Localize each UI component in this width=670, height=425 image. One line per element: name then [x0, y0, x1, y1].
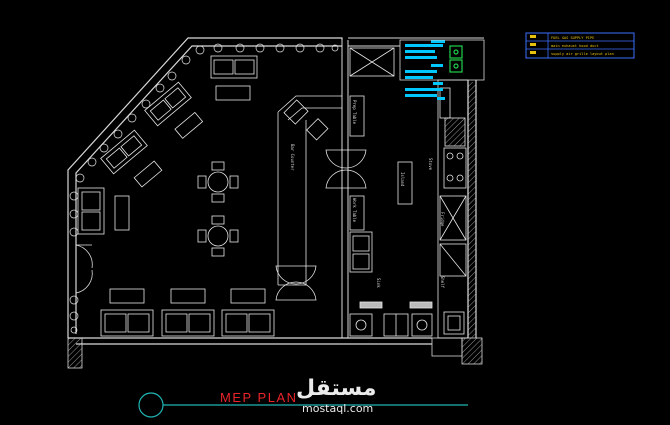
gas-fixtures	[449, 45, 463, 73]
exterior-walls	[67, 37, 477, 345]
drawing-title: MEP PLAN	[220, 390, 298, 405]
planters	[69, 43, 339, 334]
kitchen-equipment	[349, 47, 469, 339]
supply-air-ducts	[405, 40, 445, 100]
watermark: مستقل mostaql.com	[296, 376, 376, 415]
watermark-url: mostaql.com	[302, 402, 373, 415]
round-table-2	[197, 215, 239, 257]
island-label: Island	[400, 172, 405, 187]
sofas-and-tables	[77, 55, 275, 337]
entrance-door	[67, 244, 93, 295]
column-right	[461, 337, 483, 365]
mep-legend: FUEL GAS SUPPLY PIPE main exhaust hood d…	[525, 32, 635, 59]
prep-table-label: Prep Table	[352, 100, 357, 125]
column-mid	[431, 337, 463, 357]
fridge-label: Fridge	[440, 212, 445, 227]
legend-row-1: FUEL GAS SUPPLY PIPE	[551, 36, 594, 40]
legend-row-3: supply air grille layout plan	[551, 52, 614, 56]
work-table-label: Work Table	[352, 198, 357, 223]
shelf-label: Shelf	[440, 276, 445, 289]
stove-label: Stove	[428, 158, 433, 171]
round-table-1	[197, 161, 239, 203]
kitchen-partition	[341, 37, 484, 338]
title-block: MEP PLAN	[138, 390, 468, 418]
kitchen-exhaust-hood	[399, 39, 485, 81]
bar-counter	[275, 95, 367, 301]
watermark-arabic: مستقل	[296, 376, 376, 401]
sink-label: Sink	[376, 278, 381, 288]
bar-counter-label: Bar Counter	[290, 144, 295, 171]
title-marker-circle	[138, 392, 164, 418]
right-wall-hatch	[468, 82, 476, 338]
column-left	[67, 337, 83, 369]
legend-row-2: main exhaust hood duct	[551, 44, 599, 48]
